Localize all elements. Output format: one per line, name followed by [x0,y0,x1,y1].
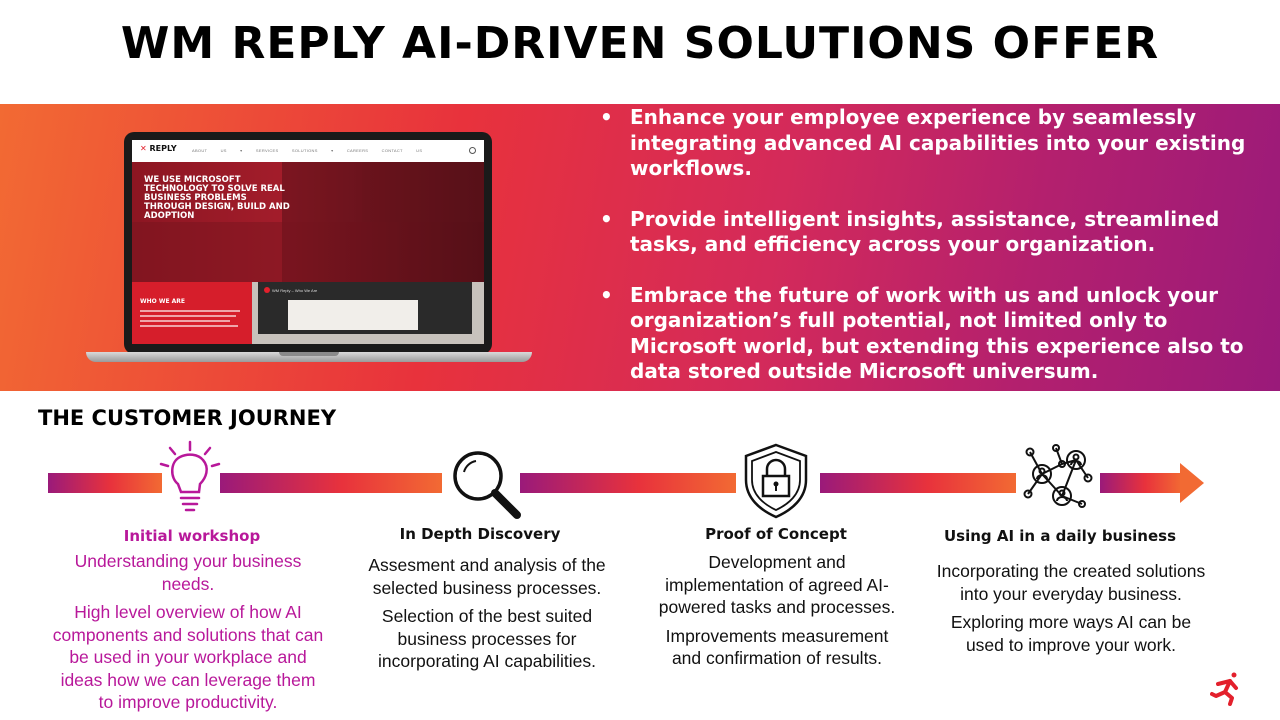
hero-banner: ✕ REPLY ABOUT US ▾ SERVICES SOLUTIONS ▾ … [0,104,1280,391]
laptop-base [86,352,532,362]
site-logo: ✕ REPLY [140,144,177,153]
text-line [140,325,238,327]
step-paragraph: Development and implementation of agreed… [658,552,896,617]
text-line [140,320,230,322]
step-title-initial-workshop: Initial workshop [123,527,261,545]
timeline-bar [220,473,442,493]
laptop-screen-frame: ✕ REPLY ABOUT US ▾ SERVICES SOLUTIONS ▾ … [124,132,492,354]
step-description-discovery: Assesment and analysis of the selected b… [358,554,616,679]
site-who-title: WHO WE ARE [140,298,185,305]
step-paragraph: High level overview of how AI components… [52,602,324,712]
benefit-item: Provide intelligent insights, assistance… [598,207,1258,258]
step-paragraph: Assesment and analysis of the selected b… [368,555,606,598]
site-who-we-are: WHO WE ARE [132,282,252,344]
step-paragraph: Improvements measurement and confirmatio… [665,625,889,669]
text-line [140,310,240,312]
laptop-mockup: ✕ REPLY ABOUT US ▾ SERVICES SOLUTIONS ▾ … [86,132,532,362]
step-title-daily-business: Using AI in a daily business [943,527,1177,545]
laptop-notch [279,352,339,356]
page-title: WM REPLY AI-DRIVEN SOLUTIONS OFFER [120,18,1160,69]
reply-runner-icon [1210,672,1238,706]
hero-photo-panel [282,162,362,222]
magnifier-icon [453,451,521,519]
step-paragraph: Exploring more ways AI can be used to im… [950,612,1192,655]
site-video-embed: WM Reply – Who We Are [258,282,472,334]
text-line [140,315,236,317]
timeline-arrowhead [1180,463,1204,503]
step-description-initial-workshop: Understanding your business needs. High … [52,550,324,720]
site-menu: ABOUT US ▾ SERVICES SOLUTIONS ▾ CAREERS … [192,148,423,153]
site-hero-text: WE USE MICROSOFT TECHNOLOGY TO SOLVE REA… [144,175,290,221]
benefit-list: Enhance your employee experience by seam… [598,104,1258,410]
benefit-item: Enhance your employee experience by seam… [598,105,1258,182]
timeline-bar [520,473,736,493]
step-title-proof-of-concept: Proof of Concept [705,525,847,543]
site-navbar: ✕ REPLY ABOUT US ▾ SERVICES SOLUTIONS ▾ … [132,140,484,163]
video-channel-icon [264,287,270,293]
timeline-bar [48,473,162,493]
website-screenshot: ✕ REPLY ABOUT US ▾ SERVICES SOLUTIONS ▾ … [132,140,484,344]
benefit-item: Embrace the future of work with us and u… [598,283,1258,385]
step-paragraph: Selection of the best suited business pr… [378,606,596,671]
step-description-daily-business: Incorporating the created solutions into… [936,560,1206,662]
video-title: WM Reply – Who We Are [272,288,318,293]
video-thumbnail [288,300,418,330]
shield-lock-icon [744,443,808,519]
lightbulb-icon [159,440,221,512]
journey-title: THE CUSTOMER JOURNEY [38,406,337,430]
network-people-icon [1023,444,1093,508]
hero-photo-panel [132,222,282,282]
timeline-bar [1100,473,1182,493]
site-hero: WE USE MICROSOFT TECHNOLOGY TO SOLVE REA… [132,162,484,282]
hero-photo-panel [362,162,484,222]
step-title-discovery: In Depth Discovery [399,525,561,543]
step-paragraph: Incorporating the created solutions into… [936,561,1206,604]
site-search-icon [469,147,476,154]
timeline-bar [820,473,1016,493]
hero-photo-panel [282,222,484,282]
step-description-proof-of-concept: Development and implementation of agreed… [650,551,904,676]
step-paragraph: Understanding your business needs. [74,551,302,594]
